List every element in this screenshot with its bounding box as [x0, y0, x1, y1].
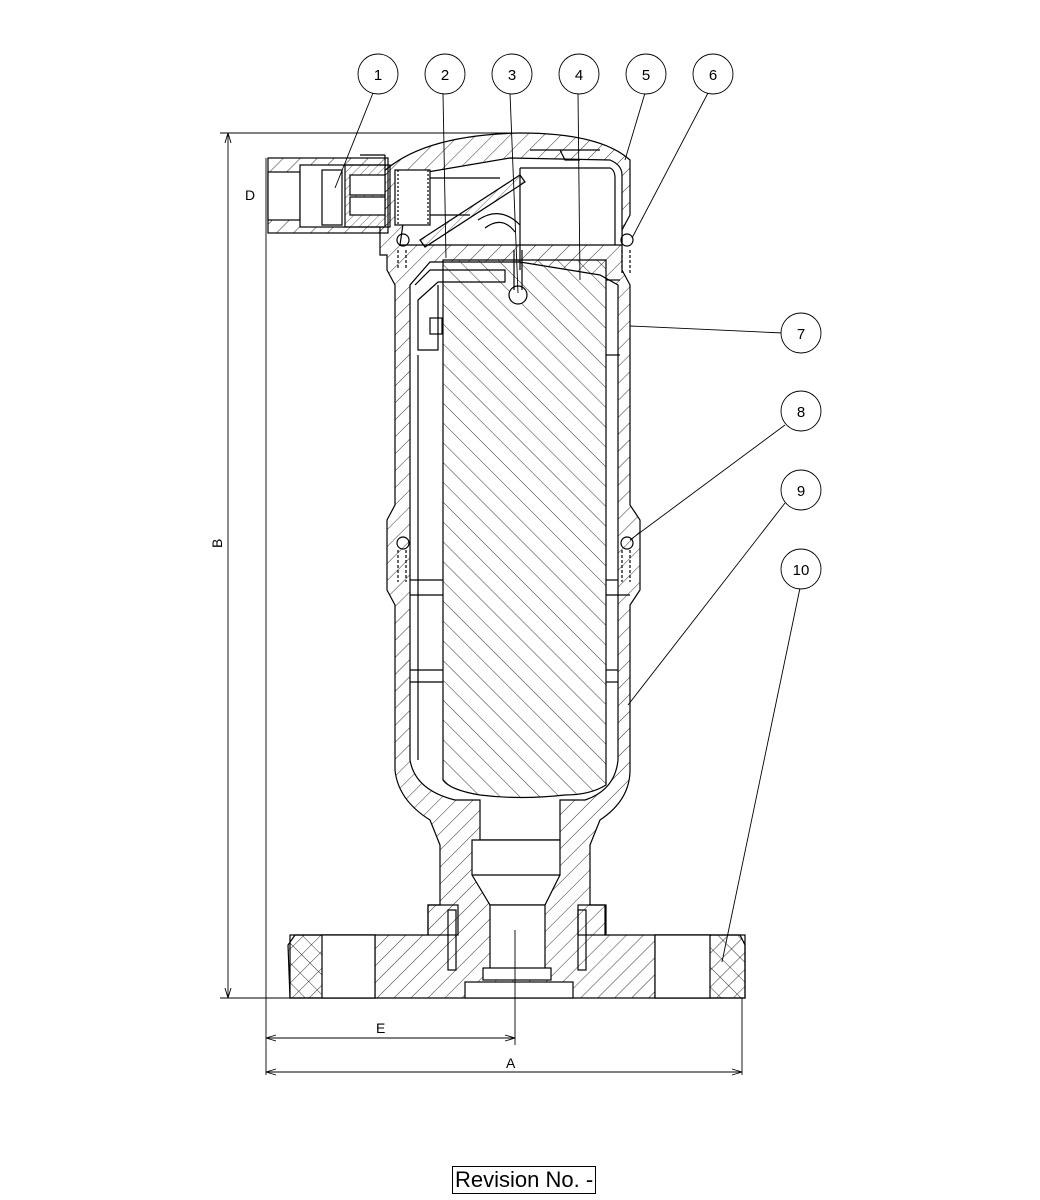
balloon-number: 7: [797, 326, 805, 343]
balloon-1: [357, 53, 399, 95]
balloon-number: 8: [797, 404, 805, 421]
dimension-label-a: A: [506, 1055, 516, 1071]
balloon-9: [780, 469, 822, 511]
balloon-number: 5: [642, 67, 650, 84]
valve-body: [287, 132, 746, 999]
dimension-label-d: D: [245, 187, 255, 203]
balloon-7: [780, 312, 822, 354]
balloon-5: [625, 53, 667, 95]
balloon-number: 3: [508, 67, 516, 84]
dimension-labels: D B E A: [209, 187, 516, 1071]
balloon-3: [491, 53, 533, 95]
balloon-number: 6: [709, 67, 717, 84]
balloon-10: [780, 548, 822, 590]
balloon-4: [558, 53, 600, 95]
side-outlet: [267, 154, 500, 234]
balloon-number: 1: [374, 67, 382, 84]
revision-label: Revision No. -: [452, 1166, 597, 1194]
float: [442, 259, 607, 799]
lever: [419, 174, 526, 248]
balloons: [334, 53, 822, 963]
dimension-lines: [220, 132, 743, 1076]
inlet-flange: [289, 839, 746, 999]
balloon-2: [424, 53, 466, 95]
dimension-label-e: E: [376, 1020, 385, 1036]
balloon-numbers: 1 2 3 4 5 6 7 8 9 10: [374, 67, 810, 579]
dimension-label-b: B: [209, 539, 225, 548]
balloon-6: [692, 53, 734, 95]
balloon-number: 2: [441, 67, 449, 84]
balloon-number: 4: [575, 67, 583, 84]
balloon-number: 9: [797, 483, 805, 500]
balloon-8: [780, 390, 822, 432]
balloon-number: 10: [793, 562, 810, 579]
